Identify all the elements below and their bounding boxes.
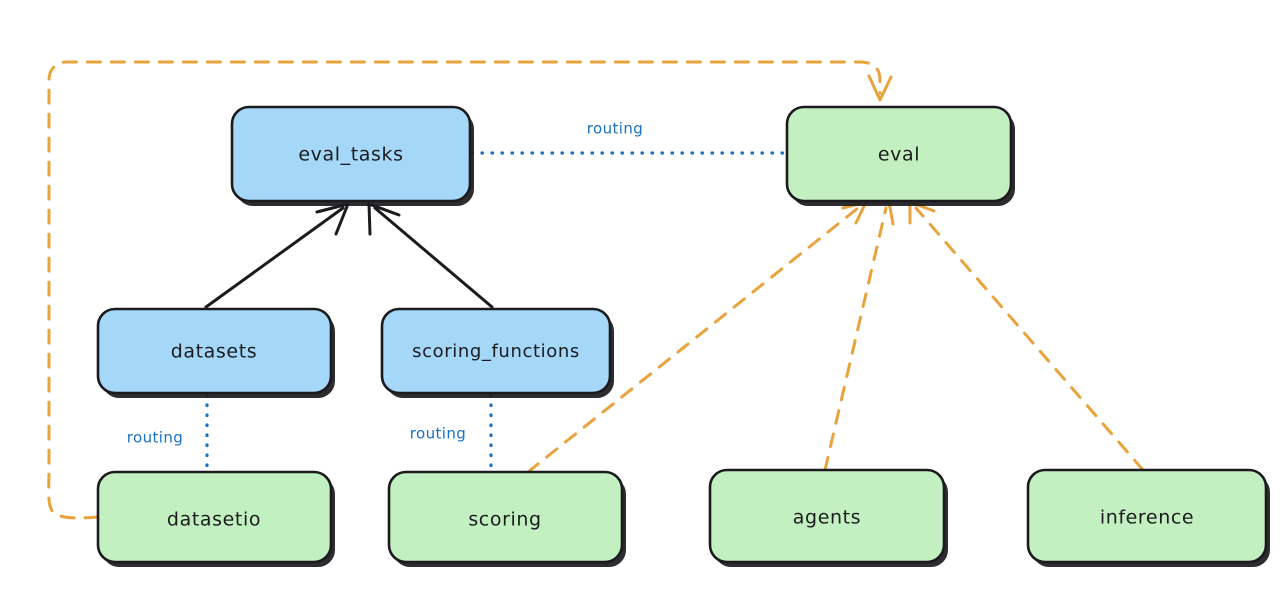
node-label-eval: eval [878, 144, 920, 166]
edge-path-datasetio-eval [47, 60, 882, 520]
edge-agents-eval [823, 200, 895, 472]
node-scoring[interactable]: scoring [387, 470, 626, 567]
node-body-datasets[interactable] [96, 307, 333, 395]
node-body-scoring_functions[interactable] [380, 307, 612, 395]
edge-datasetio-eval [47, 60, 893, 520]
node-label-datasets: datasets [171, 341, 258, 363]
node-body-eval[interactable] [785, 105, 1013, 203]
node-datasets[interactable]: datasets [96, 307, 335, 398]
edge-label-routing-scoring-functions: routing [410, 425, 466, 443]
node-agents[interactable]: agents [708, 468, 948, 567]
node-body-inference[interactable] [1026, 468, 1268, 564]
node-label-scoring: scoring [468, 509, 541, 531]
node-eval_tasks[interactable]: eval_tasks [230, 105, 474, 206]
node-body-datasetio[interactable] [96, 470, 333, 564]
edge-path-datasets-eval_tasks [204, 206, 345, 309]
node-eval[interactable]: eval [785, 105, 1015, 206]
node-body-agents[interactable] [708, 468, 946, 564]
edge-datasets-eval_tasks [204, 202, 350, 309]
node-inference[interactable]: inference [1026, 468, 1270, 567]
node-label-inference: inference [1100, 507, 1194, 529]
edge-inference-eval [908, 200, 1145, 472]
node-scoring_functions[interactable]: scoring_functions [380, 307, 614, 398]
arrowhead-datasetio-eval [867, 74, 893, 102]
node-label-datasetio: datasetio [167, 509, 261, 531]
edge-path-agents-eval [823, 206, 888, 472]
node-label-scoring_functions: scoring_functions [412, 341, 580, 362]
node-datasetio[interactable]: datasetio [96, 470, 335, 567]
edge-path-scoring_functions-eval_tasks [373, 206, 494, 309]
node-body-scoring[interactable] [387, 470, 624, 564]
edge-label-routing-datasets: routing [127, 429, 183, 447]
arrowhead-scoring_functions-eval_tasks [367, 202, 401, 236]
node-label-eval_tasks: eval_tasks [298, 144, 403, 166]
edge-path-inference-eval [914, 206, 1145, 472]
edge-label-routing-top: routing [587, 120, 643, 138]
node-label-agents: agents [793, 507, 861, 529]
node-body-eval_tasks[interactable] [230, 105, 472, 203]
edge-scoring_functions-eval_tasks [367, 202, 494, 309]
